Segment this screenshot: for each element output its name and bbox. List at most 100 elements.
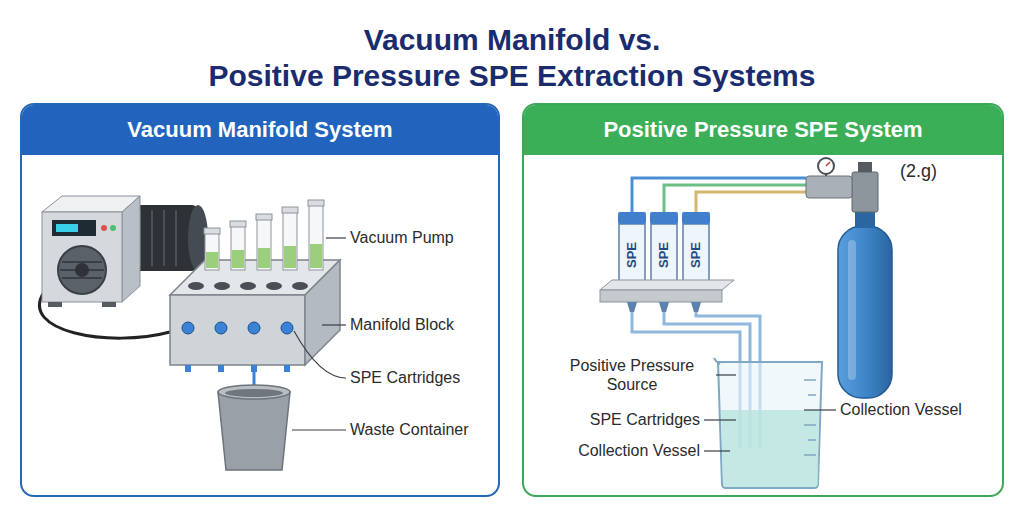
vacuum-pump (75, 263, 89, 277)
spe-cartridge (257, 218, 271, 270)
manifold-block (248, 322, 260, 334)
vacuum-pump (175, 210, 177, 266)
spe-cartridge (309, 204, 323, 270)
collection-beaker (808, 394, 816, 396)
gas-tubing (632, 178, 806, 212)
gas-cylinder (826, 162, 830, 166)
spe-cartridge (205, 232, 219, 270)
spe-cartridge (204, 228, 220, 234)
leader-line (704, 375, 836, 451)
vacuum-pump (110, 225, 116, 231)
cartridge-text: SPE (624, 242, 640, 268)
leader-line (294, 331, 346, 378)
cartridge-rack (600, 280, 734, 290)
collection-beaker (808, 439, 816, 441)
collection-beaker (804, 424, 816, 426)
cartridge-rack (659, 302, 669, 312)
leader-line (704, 419, 736, 420)
vacuum-pump (62, 261, 102, 263)
spe-cartridge (283, 211, 297, 270)
vacuum-pump (62, 277, 102, 279)
spe-cartridge (231, 225, 245, 270)
vacuum-pump (56, 224, 78, 232)
part-label: Waste Container (350, 420, 469, 439)
cartridge-rack (627, 302, 637, 312)
spe-cartridge (256, 214, 272, 220)
collection-beaker (714, 358, 822, 488)
waste-container (218, 385, 290, 399)
gas-cylinder (806, 158, 892, 398)
vacuum-pump (101, 225, 107, 231)
waste-container (218, 372, 290, 470)
manifold-block (170, 260, 340, 372)
vacuum-pump (151, 210, 153, 266)
collection-beaker (804, 379, 816, 381)
collection-beaker (721, 410, 819, 487)
cartridge-text: SPE (656, 242, 672, 268)
part-label: Manifold Block (350, 315, 454, 334)
spe-cartridge (651, 224, 677, 286)
manifold-block (185, 365, 191, 372)
cartridge-rack (691, 302, 701, 312)
gas-tubing (664, 185, 806, 212)
spe-cartridge (650, 212, 678, 224)
gas-cylinder (838, 226, 892, 398)
leader-line (322, 324, 346, 325)
waste-container (218, 392, 290, 470)
vacuum-pump (163, 210, 165, 266)
spe-cartridge (204, 200, 324, 270)
spe-cartridge (682, 212, 710, 224)
collection-beaker (804, 454, 816, 456)
collection-beaker (718, 362, 822, 488)
gas-tubing (696, 192, 806, 212)
part-label: SPE Cartridges (350, 368, 460, 387)
cartridge-rack (600, 290, 722, 302)
spe-cartridge (230, 221, 246, 227)
gas-cylinder (818, 158, 834, 174)
leader-line (804, 409, 836, 410)
gas-cylinder (858, 162, 872, 172)
manifold-block (182, 322, 194, 334)
manifold-block (266, 282, 282, 290)
leader-line (326, 237, 346, 238)
spe-cartridge (206, 252, 218, 268)
vacuum-pump (52, 220, 96, 236)
spe-cartridge (282, 207, 298, 213)
gas-cylinder (852, 172, 878, 212)
manifold-block (292, 282, 308, 290)
diagram-title: Vacuum Manifold vs. Positive Pressure SP… (0, 22, 1024, 94)
vacuum-pump (42, 212, 122, 302)
part-label: Collection Vessel (840, 400, 962, 419)
leader-line (292, 429, 346, 430)
spe-cartridge (310, 244, 322, 268)
cartridge-rack (600, 280, 734, 312)
manifold-block (281, 322, 293, 334)
vacuum-pump (122, 196, 140, 302)
manifold-block (218, 365, 224, 372)
leader-line (292, 238, 346, 430)
spe-cartridge (284, 246, 296, 268)
spe-cartridge (232, 250, 244, 268)
manifold-block (170, 295, 305, 365)
part-label: SPE Cartridges (590, 410, 700, 429)
spe-cartridge (618, 212, 646, 224)
part-label: Positive Pressure Source (552, 356, 712, 394)
spe-cartridge (619, 224, 645, 286)
part-label: Collection Vessel (578, 441, 700, 460)
manifold-block (188, 282, 204, 290)
gas-label: (2.g) (900, 161, 937, 183)
leader-line (716, 374, 736, 375)
vacuum-pump (102, 302, 116, 307)
spe-cartridge (618, 212, 710, 286)
manifold-block (284, 365, 290, 372)
gas-cylinder (806, 176, 852, 198)
manifold-block (214, 282, 230, 290)
spe-cartridge (258, 248, 270, 268)
waste-container (225, 389, 283, 397)
cartridge-text: SPE (688, 242, 704, 268)
manifold-block (305, 260, 340, 365)
gas-cylinder (855, 212, 875, 228)
spe-cartridge (683, 224, 709, 286)
manifold-block (251, 365, 257, 372)
leader-line (704, 450, 730, 451)
